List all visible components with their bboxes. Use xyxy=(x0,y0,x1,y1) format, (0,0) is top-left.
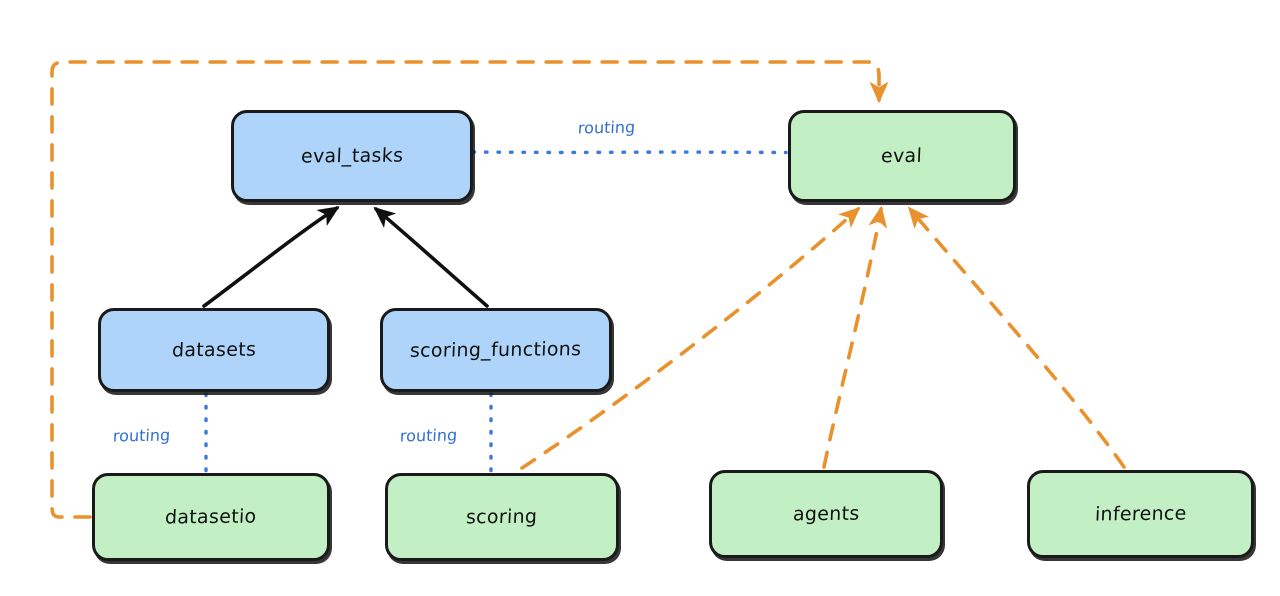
edge-inference-eval xyxy=(907,206,1126,469)
edge-scoring-eval xyxy=(520,206,861,470)
node-eval-tasks[interactable]: eval_tasks xyxy=(231,110,473,202)
node-label: inference xyxy=(1094,502,1187,526)
node-label: datasets xyxy=(171,338,257,362)
node-datasetio[interactable]: datasetio xyxy=(92,473,330,561)
node-label: eval xyxy=(880,144,924,168)
node-scoring-functions[interactable]: scoring_functions xyxy=(380,308,612,392)
node-scoring[interactable]: scoring xyxy=(385,473,619,561)
edge-label-routing-scoring: routing xyxy=(399,425,458,446)
node-label: agents xyxy=(792,502,860,526)
edge-label-routing-eval: routing xyxy=(577,117,636,138)
node-label: scoring_functions xyxy=(409,338,583,362)
node-datasets[interactable]: datasets xyxy=(98,308,330,392)
edge-agents-eval xyxy=(822,205,888,469)
node-label: datasetio xyxy=(164,505,258,529)
edge-datasetio-eval xyxy=(50,60,889,519)
edge-label-routing-datasets: routing xyxy=(112,425,171,446)
node-inference[interactable]: inference xyxy=(1027,470,1254,558)
node-label: scoring xyxy=(465,505,539,529)
node-eval[interactable]: eval xyxy=(788,110,1016,202)
node-agents[interactable]: agents xyxy=(709,470,943,558)
edge-eval_tasks-eval xyxy=(471,150,788,155)
edge-datasets-eval_tasks xyxy=(202,206,340,308)
edge-scoring_functions-eval_tasks xyxy=(373,206,489,308)
node-label: eval_tasks xyxy=(300,144,404,168)
